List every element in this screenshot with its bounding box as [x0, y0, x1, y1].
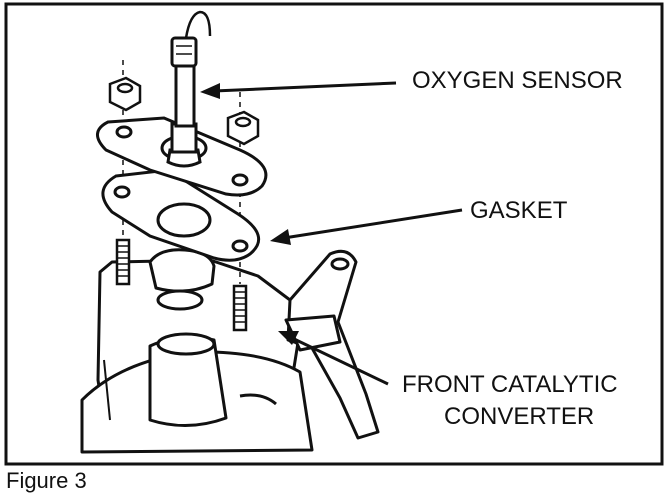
catalytic-converter-drawing	[80, 248, 380, 454]
stud-left	[115, 238, 131, 286]
nut-right	[226, 110, 260, 146]
callout-arrows	[200, 81, 463, 386]
label-gasket: GASKET	[470, 197, 568, 224]
stud-right	[232, 284, 248, 332]
figure-caption: Figure 3	[6, 468, 87, 493]
nut-left	[108, 76, 142, 112]
gasket-drawing	[101, 168, 261, 262]
oxygen-sensor-drawing	[166, 10, 212, 168]
label-converter: CONVERTER	[444, 403, 594, 430]
label-front-catalytic: FRONT CATALYTIC	[402, 371, 618, 398]
label-oxygen-sensor: OXYGEN SENSOR	[412, 67, 623, 94]
